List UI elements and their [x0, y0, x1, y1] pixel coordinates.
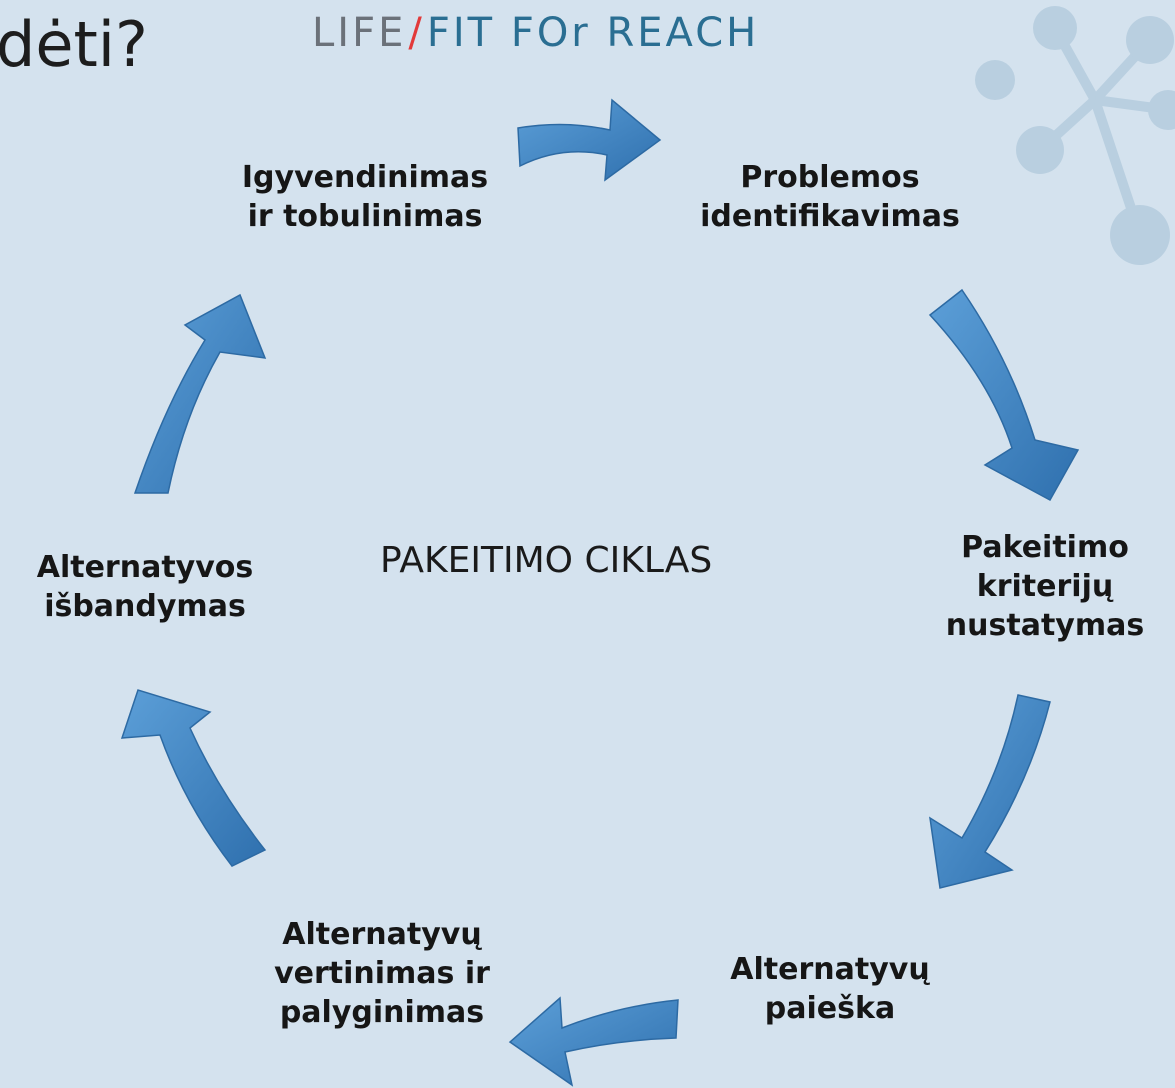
step-line: Alternatyvos	[36, 550, 254, 585]
cycle-arrow-1	[517, 98, 662, 182]
cycle-arrow-2	[928, 288, 1080, 502]
life-fit-for-reach-logo: LIFE/FIT FOr REACH	[312, 10, 759, 56]
step-line: palyginimas	[279, 995, 485, 1030]
step-line: Pakeitimo	[961, 530, 1129, 565]
cycle-arrow-3	[929, 694, 1051, 889]
logo-part-fit-for-reach: FIT FOr REACH	[426, 10, 760, 56]
step-alternatives-search: Alternatyvų paieška	[680, 950, 980, 1028]
step-problem-identification: Problemos identifikavimas	[660, 158, 1000, 236]
step-criteria-setting: Pakeitimo kriterijų nustatymas	[915, 528, 1175, 645]
page-title: dėti?	[0, 8, 148, 81]
cycle-arrow-6	[133, 293, 267, 494]
step-implementation-improvement: Igyvendinimas ir tobulinimas	[200, 158, 530, 236]
step-line: Alternatyvų	[730, 952, 930, 987]
logo-slash: /	[408, 10, 425, 56]
step-line: vertinimas ir	[274, 956, 490, 991]
step-line: ir tobulinimas	[247, 199, 483, 234]
step-line: Igyvendinimas	[241, 160, 489, 195]
step-line: identifikavimas	[700, 199, 960, 234]
step-alternatives-evaluation: Alternatyvų vertinimas ir palyginimas	[222, 915, 542, 1032]
molecule-icon	[975, 6, 1175, 265]
step-line: išbandymas	[44, 589, 246, 624]
step-line: kriterijų	[976, 569, 1114, 604]
step-line: Problemos	[740, 160, 920, 195]
step-line: paieška	[764, 991, 896, 1026]
cycle-arrow-5	[120, 689, 267, 867]
step-alternative-testing: Alternatyvos išbandymas	[0, 548, 290, 626]
cycle-arrow-4	[508, 996, 679, 1087]
step-line: Alternatyvų	[282, 917, 482, 952]
step-line: nustatymas	[945, 608, 1145, 643]
logo-part-life: LIFE	[312, 10, 407, 56]
cycle-center-label: PAKEITIMO CIKLAS	[380, 540, 713, 581]
